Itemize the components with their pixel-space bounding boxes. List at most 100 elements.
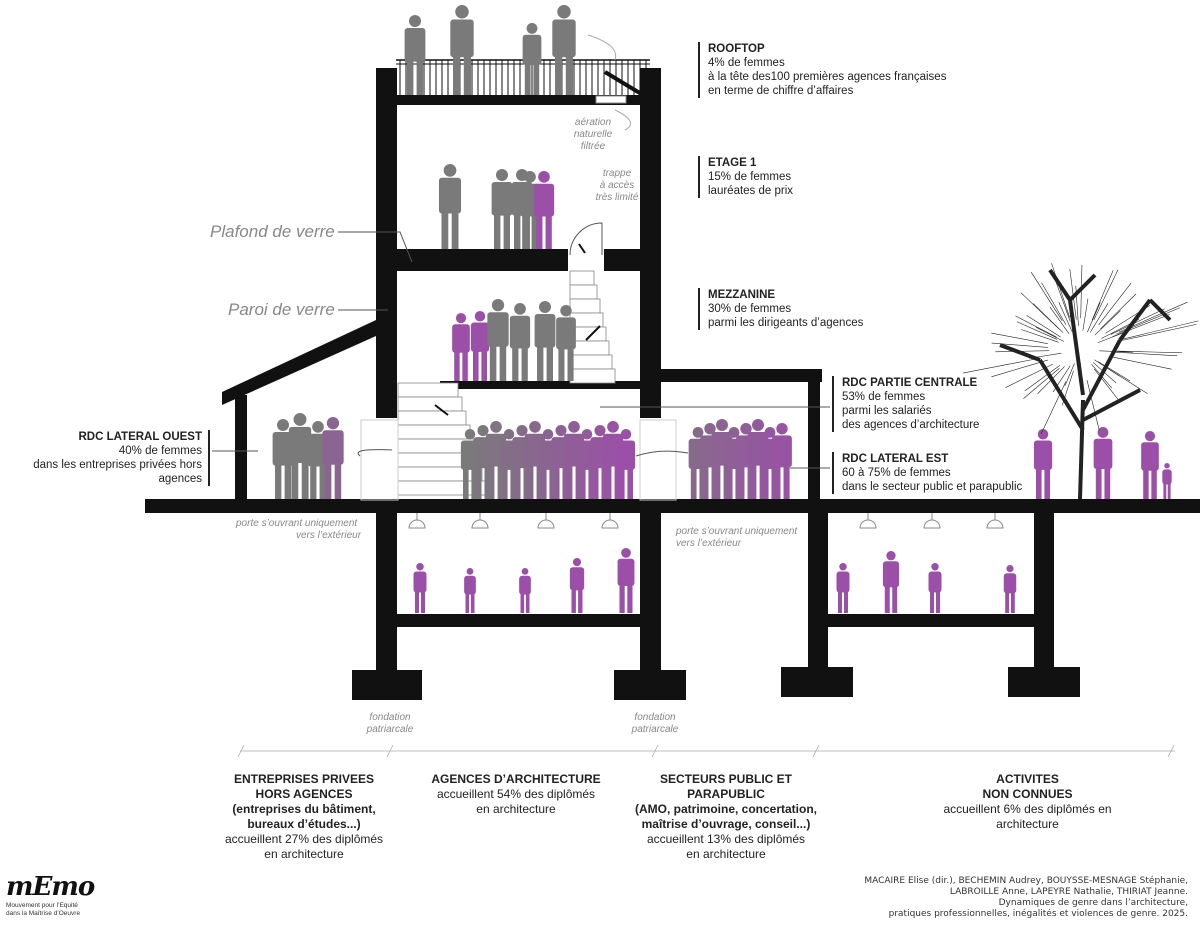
- label-trappe: trappe à accès très limité: [582, 168, 652, 204]
- annotation-rdc-est: RDC LATERAL EST 60 à 75% de femmes dans …: [832, 452, 1022, 494]
- stair-step: [570, 299, 600, 313]
- annotation-rdc-centrale: RDC PARTIE CENTRALE 53% de femmes parmi …: [832, 376, 979, 432]
- annotation-mezzanine: MEZZANINE 30% de femmes parmi les dirige…: [698, 288, 863, 330]
- person-silhouette: [1141, 431, 1159, 499]
- ceiling-lamp-icon: [987, 520, 1003, 528]
- person-silhouette: [772, 423, 792, 499]
- person-silhouette: [452, 313, 470, 381]
- stair-step: [570, 355, 612, 369]
- label-line: porte s’ouvrant uniquement: [236, 518, 361, 530]
- trapdoor-arc: [570, 223, 602, 255]
- person-silhouette: [289, 413, 311, 499]
- annotation-line: 30% de femmes: [708, 302, 863, 316]
- sector-divider: [238, 745, 1175, 757]
- person-silhouette: [322, 417, 343, 499]
- label-fondation-2: fondation patriarcale: [620, 712, 690, 736]
- annotation-line: dans les entreprises privées hors agence…: [0, 458, 202, 486]
- person-silhouette: [1162, 463, 1171, 499]
- stair-step: [570, 285, 597, 299]
- label-line: très limité: [582, 192, 652, 204]
- label-plafond-de-verre: Plafond de verre: [210, 222, 335, 242]
- tower-right-wall: [640, 68, 661, 418]
- sector-activites-non-connues: ACTIVITES NON CONNUES accueillent 6% des…: [940, 772, 1115, 832]
- annotation-title: RDC PARTIE CENTRALE: [842, 376, 979, 390]
- basement-floor-1: [396, 614, 641, 627]
- stair-step: [398, 383, 458, 397]
- annotation-rooftop: ROOFTOP 4% de femmes à la tête des100 pr…: [698, 42, 946, 98]
- basement-col-1: [376, 513, 397, 670]
- annotation-line: parmi les dirigeants d’agences: [708, 316, 863, 330]
- person-silhouette: [570, 558, 584, 613]
- glass-door-west: [361, 420, 398, 500]
- label-porte-ouest: porte s’ouvrant uniquement vers l’extéri…: [236, 518, 361, 542]
- basement-floor-2: [828, 614, 1034, 627]
- credit-citation: MACAIRE Elise (dir.), BECHEMIN Audrey, B…: [864, 876, 1188, 920]
- credit-line: Dynamiques de genre dans l’architecture,: [864, 898, 1188, 909]
- annex-roof: [660, 369, 822, 382]
- logo-subtitle: Mouvement pour l’Equité: [6, 902, 94, 910]
- annotation-line: parmi les salariés: [842, 404, 979, 418]
- annotation-line: 40% de femmes: [0, 444, 202, 458]
- person-silhouette: [535, 301, 556, 381]
- annotation-line: en terme de chiffre d’affaires: [708, 84, 946, 98]
- logo-mark: mEmo: [6, 872, 94, 902]
- ceiling-lamp-icon: [860, 520, 876, 528]
- sector-agences: AGENCES D’ARCHITECTURE accueillent 54% d…: [418, 772, 614, 817]
- person-silhouette: [552, 5, 575, 95]
- annotation-title: ETAGE 1: [708, 156, 793, 170]
- label-line: patriarcale: [355, 724, 425, 736]
- person-silhouette: [464, 568, 476, 613]
- label-line: fondation: [355, 712, 425, 724]
- sector-title: maîtrise d’ouvrage, conseil...): [626, 817, 826, 832]
- basement-col-4: [1034, 513, 1054, 670]
- stair-step: [398, 425, 470, 439]
- ground-slab: [145, 499, 1200, 513]
- stair-step: [398, 397, 462, 411]
- person-silhouette: [929, 563, 942, 613]
- person-silhouette: [1094, 427, 1113, 499]
- sector-text: architecture: [940, 817, 1115, 832]
- annex-post: [808, 382, 820, 500]
- tower-left-wall: [376, 68, 397, 418]
- person-silhouette: [519, 568, 531, 613]
- label-line: vers l’extérieur: [676, 538, 797, 550]
- label-paroi-de-verre: Paroi de verre: [228, 300, 335, 320]
- label-porte-est: porte s’ouvrant uniquement vers l’extéri…: [676, 526, 797, 550]
- label-line: vers l’extérieur: [236, 530, 361, 542]
- person-silhouette: [1034, 429, 1052, 499]
- sector-title: ACTIVITES: [940, 772, 1115, 787]
- aeration-vent: [596, 96, 626, 103]
- sector-title: ENTREPRISES PRIVEES: [218, 772, 390, 787]
- floor-etage1: [396, 249, 568, 271]
- sector-title: AGENCES D’ARCHITECTURE: [418, 772, 614, 787]
- label-line: à accès: [582, 180, 652, 192]
- footing-2: [614, 670, 686, 700]
- annotation-rdc-ouest: RDC LATERAL OUEST 40% de femmes dans les…: [0, 430, 210, 486]
- basement-col-2: [640, 513, 661, 670]
- sector-text: accueillent 27% des diplômés: [218, 832, 390, 847]
- annotation-line: 53% de femmes: [842, 390, 979, 404]
- sector-title: NON CONNUES: [940, 787, 1115, 802]
- annotation-title: RDC LATERAL OUEST: [0, 430, 202, 444]
- credit-line: LABROILLE Anne, LAPEYRE Nathalie, THIRIA…: [864, 887, 1188, 898]
- stair-step: [398, 411, 466, 425]
- label-line: porte s’ouvrant uniquement: [676, 526, 797, 538]
- sector-entreprises-privees: ENTREPRISES PRIVEES HORS AGENCES (entrep…: [218, 772, 390, 862]
- sector-title: HORS AGENCES: [218, 787, 390, 802]
- lean-to-post: [235, 395, 247, 500]
- label-line: naturelle: [558, 129, 628, 141]
- sector-text: en architecture: [418, 802, 614, 817]
- label-line: trappe: [582, 168, 652, 180]
- annotation-line: des agences d’architecture: [842, 418, 979, 432]
- logo-subtitle: dans la Maîtrise d’Oeuvre: [6, 910, 94, 918]
- label-line: filtrée: [558, 141, 628, 153]
- sector-title: (AMO, patrimoine, concertation,: [626, 802, 826, 817]
- glass-door-east: [640, 420, 676, 500]
- person-silhouette: [492, 169, 513, 249]
- label-fondation-1: fondation patriarcale: [355, 712, 425, 736]
- ceiling-lamp-icon: [602, 520, 618, 528]
- sector-text: en architecture: [626, 847, 826, 862]
- ceiling-lamp-icon: [409, 520, 425, 528]
- ceiling-lamp-icon: [538, 520, 554, 528]
- person-silhouette: [450, 5, 473, 95]
